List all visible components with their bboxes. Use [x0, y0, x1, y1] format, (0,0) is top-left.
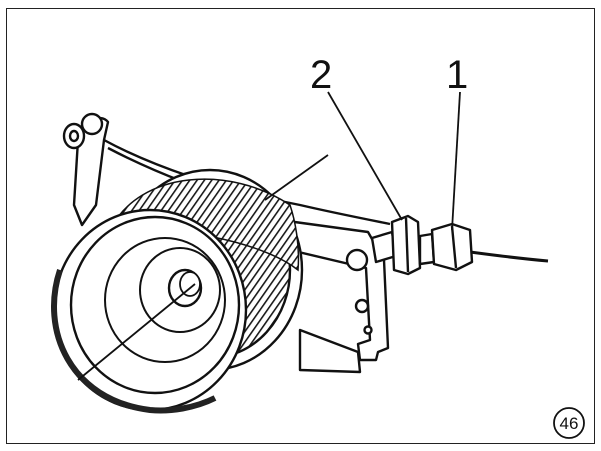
callout-2: 2	[310, 53, 332, 97]
figure-frame	[6, 8, 595, 444]
figure-number: 46	[560, 414, 579, 433]
lever-arm	[62, 112, 110, 227]
cable-adjuster	[370, 214, 474, 276]
figure-number-badge: 46	[553, 407, 585, 439]
leader-lines	[77, 91, 461, 381]
mounting-bracket	[278, 218, 390, 374]
callout-1: 1	[446, 53, 468, 97]
